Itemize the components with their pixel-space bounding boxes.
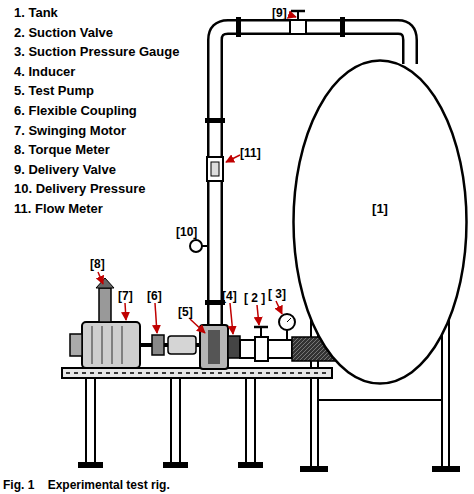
bed-frame	[66, 372, 328, 374]
torque-meter	[96, 278, 114, 322]
pressure-gauge	[279, 314, 295, 330]
suction-valve	[260, 327, 262, 337]
callout-number: [9]	[272, 7, 287, 19]
pressure-gauge	[279, 314, 295, 340]
inducer	[228, 336, 240, 358]
pressure-gauge	[287, 318, 291, 322]
leader-arrow	[257, 305, 259, 325]
pressure-gauge	[190, 240, 202, 252]
key-entry: 3. Suction Pressure Gauge	[14, 45, 179, 58]
tank-support	[300, 466, 328, 472]
delivery-valve	[297, 11, 299, 20]
swinging-motor	[91, 326, 93, 364]
swinging-motor	[70, 322, 140, 368]
callout-number: [ 2 ]	[244, 292, 265, 304]
key-entry: 6. Flexible Coupling	[14, 104, 137, 117]
shaft-coupling	[168, 336, 196, 354]
tank-vessel: [1]	[292, 59, 468, 385]
swinging-motor	[101, 326, 103, 364]
bed-frame	[62, 368, 332, 378]
torque-meter	[99, 288, 111, 322]
swinging-motor	[82, 322, 140, 368]
key-entry: 2. Suction Valve	[14, 26, 113, 39]
bed-frame	[238, 462, 263, 468]
test-pump	[208, 330, 220, 364]
suction-valve	[255, 337, 268, 361]
torque-meter	[96, 278, 114, 288]
key-entry: 9. Delivery Valve	[14, 163, 116, 176]
swinging-motor	[121, 326, 123, 364]
delivery-pipe	[236, 17, 241, 37]
key-entry: 1. Tank	[14, 6, 58, 19]
shaft-coupling	[140, 335, 205, 355]
key-entry: 4. Inducer	[14, 65, 75, 78]
leader-arrow	[290, 15, 296, 17]
leader-arrow	[125, 303, 126, 320]
callout-number: [11]	[240, 147, 261, 159]
callout-number: [6]	[147, 290, 162, 302]
suction-valve	[254, 326, 268, 329]
leader-arrow	[98, 15, 296, 334]
leader-arrow	[98, 272, 103, 284]
flow-meter	[207, 157, 223, 181]
pressure-gauge	[190, 240, 208, 252]
swinging-motor	[70, 334, 82, 356]
bed-frame	[86, 378, 95, 466]
figure-caption: Fig. 1 Experimental test rig.	[3, 479, 170, 491]
leader-arrow	[226, 155, 240, 162]
suction-valve	[254, 327, 268, 361]
bed-frame	[246, 378, 255, 466]
key-entry: 7. Swinging Motor	[14, 124, 126, 137]
callout-number: [10]	[176, 226, 197, 238]
bed-frame	[163, 462, 188, 468]
delivery-valve	[290, 11, 306, 34]
shaft-coupling	[152, 335, 164, 355]
key-entry: 5. Test Pump	[14, 84, 94, 97]
key-entry: 11. Flow Meter	[14, 202, 103, 215]
delivery-valve	[290, 20, 306, 34]
leader-arrow	[155, 303, 157, 333]
leader-arrow	[276, 301, 282, 314]
tank-support	[432, 466, 460, 472]
callout-number: [5]	[178, 306, 193, 318]
pressure-gauge	[286, 330, 288, 340]
tank-support	[318, 399, 442, 401]
swinging-motor	[111, 326, 113, 364]
bed-frame	[78, 462, 103, 468]
delivery-valve	[291, 10, 305, 13]
bed-frame	[62, 368, 332, 468]
bed-frame	[171, 378, 180, 466]
delivery-pipe	[340, 17, 345, 37]
callout-number: [4]	[222, 290, 237, 302]
delivery-pipe	[205, 118, 225, 123]
leader-arrow	[190, 319, 205, 333]
tank-outline	[292, 59, 468, 385]
tank-outline	[294, 61, 467, 384]
key-entry: 10. Delivery Pressure	[14, 182, 146, 195]
callout-number: [7]	[118, 290, 133, 302]
callout-number: [ 3]	[268, 288, 286, 300]
key-entry: 8. Torque Meter	[14, 143, 110, 156]
inducer	[228, 336, 240, 358]
leader-arrow	[230, 303, 233, 334]
callout-number: [8]	[90, 258, 105, 270]
flow-meter	[207, 157, 223, 181]
flow-meter	[211, 162, 219, 176]
callout-number: [1]	[292, 202, 468, 215]
